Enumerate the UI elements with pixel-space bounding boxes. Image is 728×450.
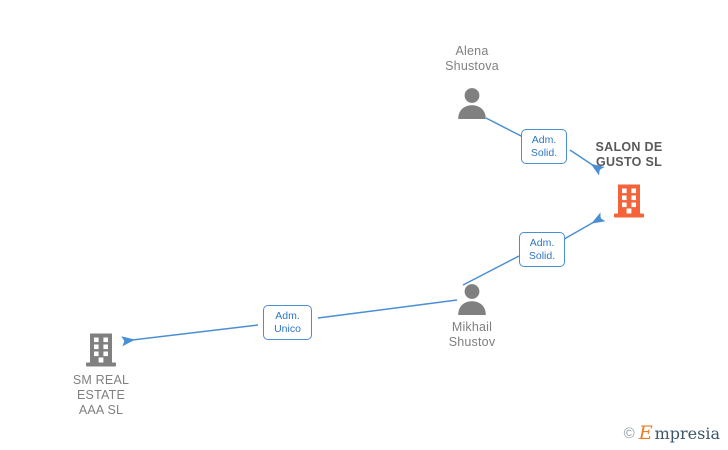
edge-badge-to-smreal <box>121 324 259 347</box>
empresia-watermark: © E mpresia <box>624 424 720 443</box>
node-label-mikhail: Mikhail Shustov <box>448 320 496 349</box>
brand-name: mpresia <box>654 423 720 443</box>
node-label-salon-de-gusto: SALON DE GUSTO SL <box>595 140 663 169</box>
edge-alena-to-badge <box>485 117 524 138</box>
person-icon <box>458 284 486 315</box>
badge-adm-solid-alena[interactable]: Adm. Solid. <box>521 129 567 164</box>
edge-mikhail-to-badge-unico <box>317 299 458 319</box>
building-icon-orange <box>614 184 644 218</box>
brand-initial: E <box>638 422 653 444</box>
building-icon-gray <box>86 333 116 367</box>
edge-badge-to-salon-mid <box>562 212 606 241</box>
edge-mikhail-to-badge-solid <box>462 255 520 286</box>
person-icon <box>458 88 486 119</box>
node-label-alena: Alena Shustova <box>445 44 499 73</box>
node-label-sm-real-estate: SM REAL ESTATE AAA SL <box>72 373 130 417</box>
copyright-icon: © <box>623 425 635 442</box>
badge-adm-unico-mikhail[interactable]: Adm. Unico <box>263 305 312 340</box>
badge-adm-solid-mikhail[interactable]: Adm. Solid. <box>519 232 565 267</box>
